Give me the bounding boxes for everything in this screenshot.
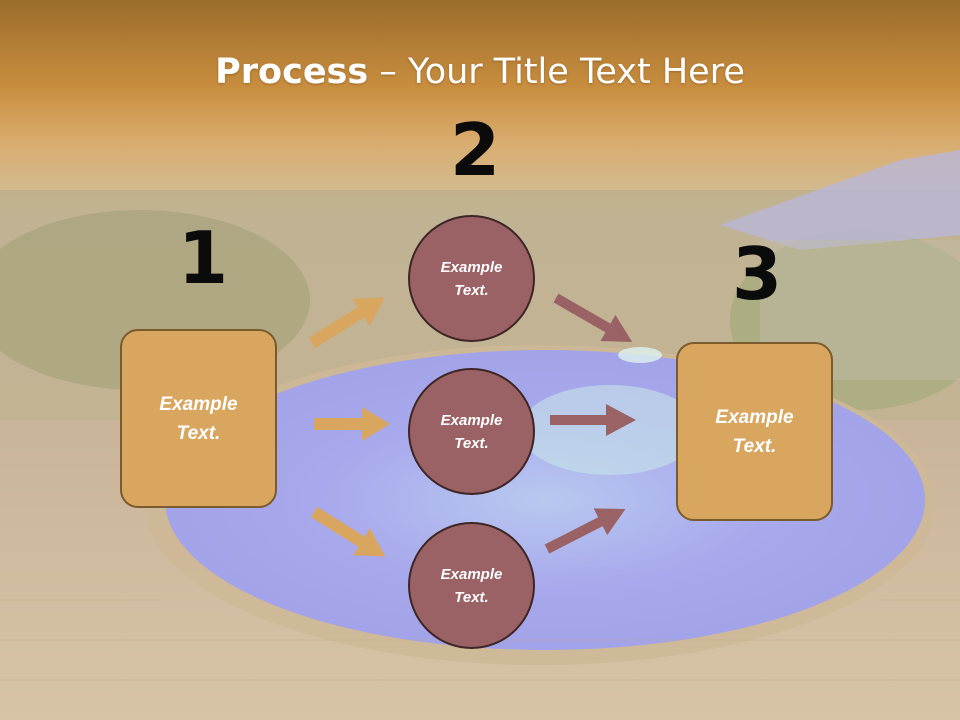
circle-top-text: Example Text. (440, 258, 503, 299)
step-2-circle-bottom: Example Text. (408, 522, 535, 649)
step-3-box-text: Example Text. (715, 406, 794, 457)
arrow-top-to-right (553, 293, 633, 342)
slide-title: Process – Your Title Text Here (0, 52, 960, 92)
step-2-circle-middle: Example Text. (408, 368, 535, 495)
step-3-box: Example Text. (676, 342, 833, 521)
arrow-left-to-bottom (310, 506, 386, 557)
arrow-left-to-top (308, 297, 385, 349)
title-bold: Process (215, 52, 369, 92)
step-1-box: Example Text. (120, 329, 277, 508)
arrow-bottom-to-right (544, 508, 626, 554)
step-2-circle-top: Example Text. (408, 215, 535, 342)
mauve-arrows (544, 293, 636, 554)
step-number-1: 1 (178, 216, 229, 300)
step-number-3: 3 (732, 232, 783, 316)
circle-middle-text: Example Text. (440, 411, 503, 452)
circle-bottom-text: Example Text. (440, 565, 503, 606)
arrow-middle-to-right (550, 404, 636, 436)
title-rest: – Your Title Text Here (368, 52, 745, 92)
gold-arrows (308, 297, 390, 557)
step-1-box-text: Example Text. (159, 393, 238, 444)
step-number-2: 2 (450, 108, 501, 192)
arrow-left-to-middle (314, 407, 390, 441)
